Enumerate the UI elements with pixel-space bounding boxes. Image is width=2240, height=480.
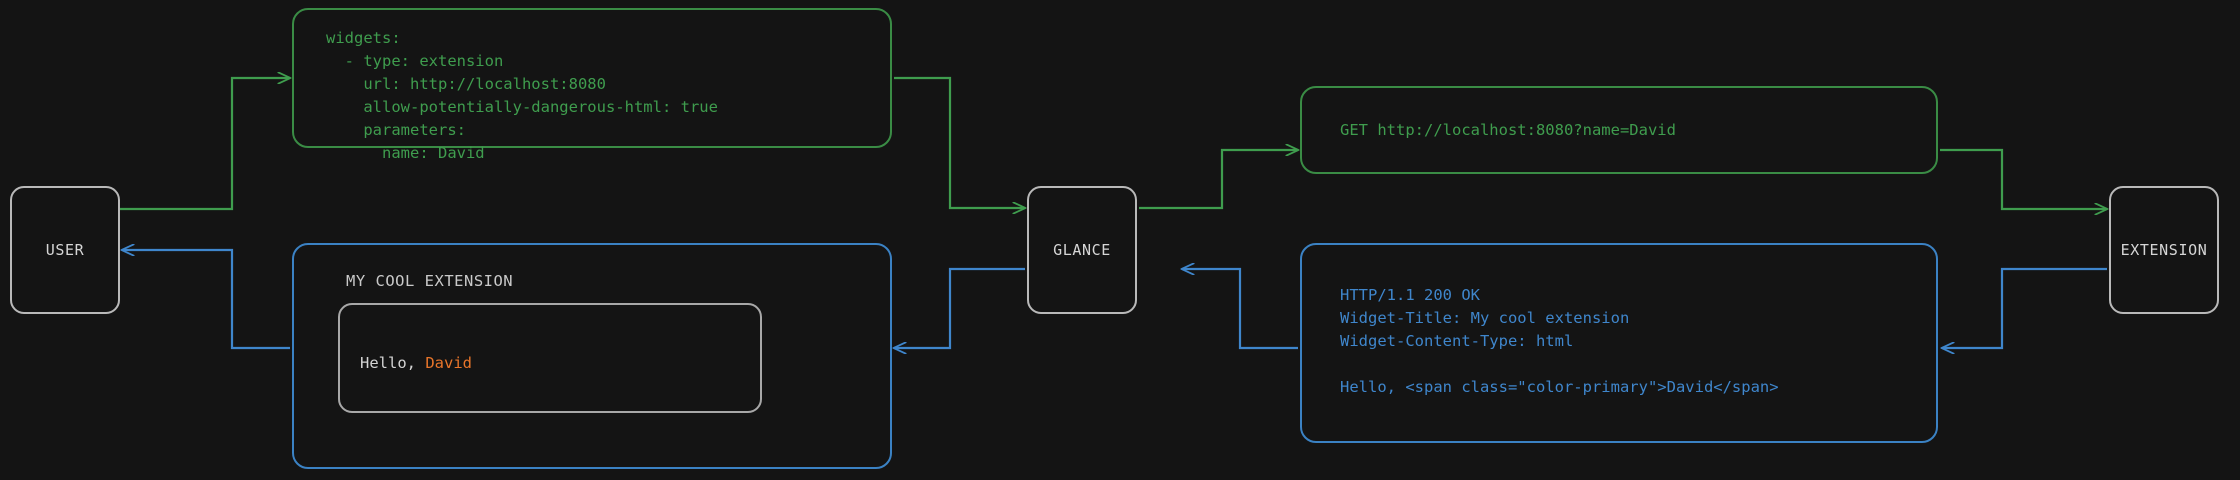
edge-response-to-glance xyxy=(1182,269,1298,350)
rendered-widget-body-text: Hello, David xyxy=(360,354,472,372)
edge-get-to-extension xyxy=(1940,148,2107,209)
node-glance-label: GLANCE xyxy=(1053,241,1111,259)
get-request-code: GET http://localhost:8080?name=David xyxy=(1340,121,1676,139)
node-glance[interactable]: GLANCE xyxy=(1027,186,1137,314)
yaml-config-code: widgets: - type: extension url: http://l… xyxy=(326,29,718,162)
edge-user-to-yaml xyxy=(120,78,290,211)
node-extension-label: EXTENSION xyxy=(2120,241,2208,259)
edge-widget-to-user xyxy=(122,250,290,350)
edge-glance-to-get xyxy=(1139,150,1298,210)
rendered-widget-body: Hello, David xyxy=(338,303,762,413)
http-response-panel: HTTP/1.1 200 OK Widget-Title: My cool ex… xyxy=(1300,243,1938,443)
edge-extension-to-response xyxy=(1942,267,2107,348)
node-extension[interactable]: EXTENSION xyxy=(2109,186,2219,314)
yaml-config-panel: widgets: - type: extension url: http://l… xyxy=(292,8,892,162)
get-request-panel: GET http://localhost:8080?name=David xyxy=(1300,86,1938,174)
node-user[interactable]: USER xyxy=(10,186,120,314)
edge-glance-to-widget xyxy=(894,267,1025,348)
rendered-widget-panel: MY COOL EXTENSION Hello, David xyxy=(292,243,892,469)
widget-greeting-prefix: Hello, xyxy=(360,354,426,372)
widget-greeting-accent: David xyxy=(425,354,472,372)
edge-yaml-to-glance xyxy=(894,76,1025,208)
node-user-label: USER xyxy=(45,241,85,259)
http-response-code: HTTP/1.1 200 OK Widget-Title: My cool ex… xyxy=(1340,286,1779,396)
rendered-widget-title: MY COOL EXTENSION xyxy=(346,272,514,290)
